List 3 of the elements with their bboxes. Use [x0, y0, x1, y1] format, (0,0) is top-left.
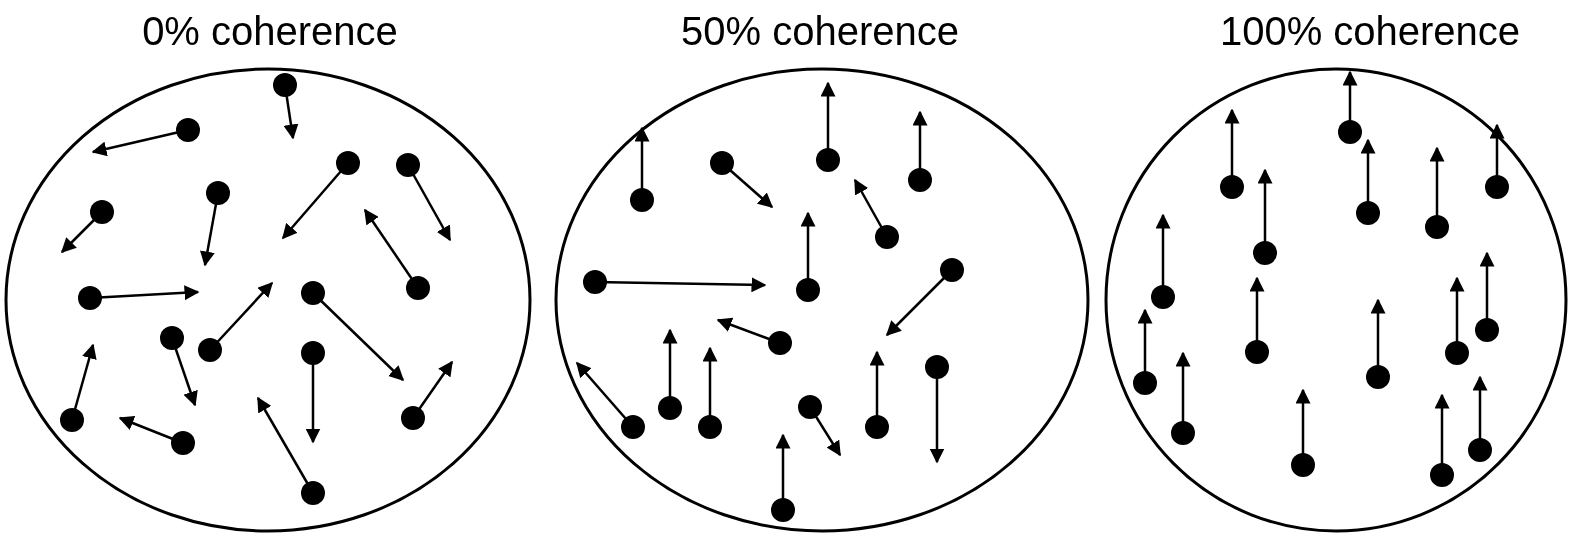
panel-heading: 0% coherence: [142, 8, 398, 54]
panel-heading: 50% coherence: [681, 8, 959, 54]
panel-heading: 100% coherence: [1219, 8, 1521, 54]
